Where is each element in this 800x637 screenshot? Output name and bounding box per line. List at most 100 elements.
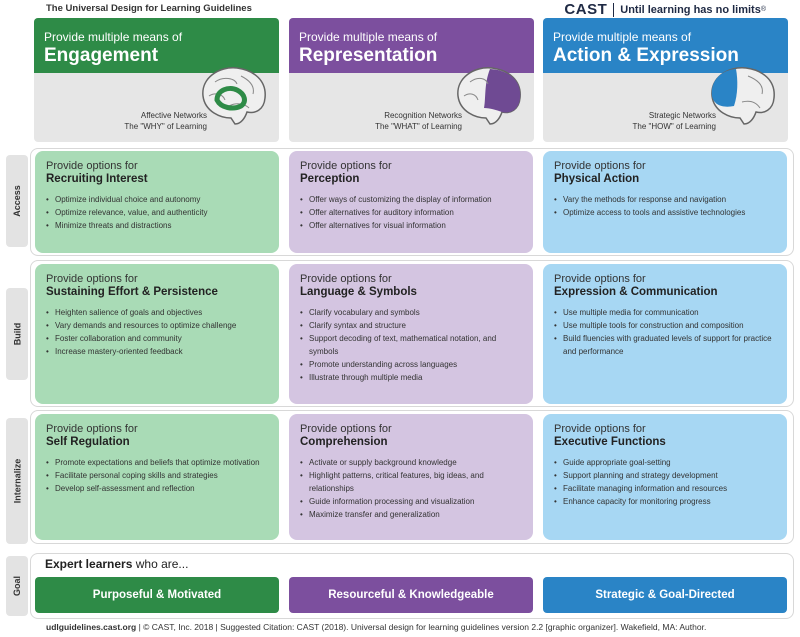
cell-list: Guide appropriate goal-setting Support p… [554, 456, 777, 508]
cell-title: Self Regulation [46, 436, 130, 448]
logo-name: CAST [564, 1, 608, 18]
goal-resourceful-knowledgeable: Resourceful & Knowledgeable [289, 577, 533, 613]
footer: udlguidelines.cast.org | © CAST, Inc. 20… [46, 622, 706, 632]
goal-heading-rest: who are... [132, 557, 189, 571]
network-why: The "WHAT" of Learning [375, 122, 462, 131]
list-item: Promote expectations and beliefs that op… [46, 456, 269, 469]
list-item: Guide appropriate goal-setting [554, 456, 777, 469]
list-item: Optimize access to tools and assistive t… [554, 206, 777, 219]
header-network-text: Recognition Networks The "WHAT" of Learn… [342, 110, 462, 132]
cell-title: Expression & Communication [554, 286, 718, 298]
goal-purposeful-motivated: Purposeful & Motivated [35, 577, 279, 613]
cell-perception: Provide options for Perception Offer way… [289, 151, 533, 253]
cell-list: Optimize individual choice and autonomy … [46, 193, 269, 232]
goal-heading: Expert learners who are... [45, 557, 188, 571]
list-item: Highlight patterns, critical features, b… [300, 469, 523, 495]
cast-logo[interactable]: CAST Until learning has no limits ® [564, 1, 766, 18]
cell-list: Vary the methods for response and naviga… [554, 193, 777, 219]
row-label-access: Access [6, 155, 28, 247]
cell-list: Heighten salience of goals and objective… [46, 306, 269, 358]
list-item: Clarify vocabulary and symbols [300, 306, 523, 319]
cell-pre: Provide options for [554, 160, 646, 172]
footer-site-link[interactable]: udlguidelines.cast.org [46, 622, 137, 632]
list-item: Minimize threats and distractions [46, 219, 269, 232]
list-item: Support planning and strategy developmen… [554, 469, 777, 482]
list-item: Enhance capacity for monitoring progress [554, 495, 777, 508]
header-pre: Provide multiple means of [299, 30, 438, 44]
goal-frame [30, 553, 794, 619]
cell-pre: Provide options for [300, 423, 392, 435]
network-name: Recognition Networks [384, 111, 462, 120]
list-item: Build fluencies with graduated levels of… [554, 332, 777, 358]
cell-list: Use multiple media for communication Use… [554, 306, 777, 358]
document-title: The Universal Design for Learning Guidel… [46, 3, 252, 14]
cell-pre: Provide options for [46, 160, 138, 172]
header-title: Action & Expression [553, 45, 739, 66]
list-item: Use multiple tools for construction and … [554, 319, 777, 332]
cell-pre: Provide options for [300, 160, 392, 172]
cell-title: Language & Symbols [300, 286, 417, 298]
header-band-action-expression: Provide multiple means of Action & Expre… [543, 18, 788, 73]
list-item: Develop self-assessment and reflection [46, 482, 269, 495]
brain-recognition-icon [457, 67, 521, 125]
cell-language-symbols: Provide options for Language & Symbols C… [289, 264, 533, 404]
header-band-representation: Provide multiple means of Representation [289, 18, 534, 73]
cell-self-regulation: Provide options for Self Regulation Prom… [35, 414, 279, 540]
header-pre: Provide multiple means of [44, 30, 183, 44]
network-why: The "HOW" of Learning [632, 122, 717, 131]
list-item: Offer alternatives for auditory informat… [300, 206, 523, 219]
list-item: Optimize relevance, value, and authentic… [46, 206, 269, 219]
cell-executive-functions: Provide options for Executive Functions … [543, 414, 787, 540]
cell-list: Activate or supply background knowledge … [300, 456, 523, 521]
brain-affective-icon [202, 67, 266, 125]
list-item: Foster collaboration and community [46, 332, 269, 345]
header-pre: Provide multiple means of [553, 30, 692, 44]
goal-strategic-goal-directed: Strategic & Goal-Directed [543, 577, 787, 613]
cell-list: Promote expectations and beliefs that op… [46, 456, 269, 495]
cell-list: Clarify vocabulary and symbols Clarify s… [300, 306, 523, 384]
list-item: Optimize individual choice and autonomy [46, 193, 269, 206]
list-item: Clarify syntax and structure [300, 319, 523, 332]
logo-divider [613, 2, 615, 17]
cell-title: Perception [300, 173, 360, 185]
list-item: Vary the methods for response and naviga… [554, 193, 777, 206]
cell-title: Executive Functions [554, 436, 666, 448]
header-action-expression: Provide multiple means of Action & Expre… [543, 18, 788, 142]
header-network-text: Affective Networks The "WHY" of Learning [87, 110, 207, 132]
list-item: Support decoding of text, mathematical n… [300, 332, 523, 358]
cell-title: Recruiting Interest [46, 173, 148, 185]
footer-citation: | © CAST, Inc. 2018 | Suggested Citation… [136, 622, 707, 632]
cell-title: Comprehension [300, 436, 388, 448]
list-item: Guide information processing and visuali… [300, 495, 523, 508]
cell-pre: Provide options for [300, 273, 392, 285]
brain-strategic-icon [711, 67, 775, 125]
header-engagement: Provide multiple means of Engagement Aff… [34, 18, 279, 142]
row-label-build: Build [6, 288, 28, 380]
header-network-text: Strategic Networks The "HOW" of Learning [596, 110, 717, 132]
list-item: Promote understanding across languages [300, 358, 523, 371]
list-item: Use multiple media for communication [554, 306, 777, 319]
row-label-goal: Goal [6, 556, 28, 616]
cell-pre: Provide options for [554, 423, 646, 435]
list-item: Maximize transfer and generalization [300, 508, 523, 521]
list-item: Illustrate through multiple media [300, 371, 523, 384]
network-name: Strategic Networks [648, 111, 716, 120]
logo-tagline: Until learning has no limits [620, 3, 761, 16]
list-item: Facilitate managing information and reso… [554, 482, 777, 495]
list-item: Offer alternatives for visual informatio… [300, 219, 523, 232]
cell-pre: Provide options for [46, 273, 138, 285]
header-title: Representation [299, 45, 438, 66]
list-item: Facilitate personal coping skills and st… [46, 469, 269, 482]
header-title: Engagement [44, 45, 159, 66]
list-item: Activate or supply background knowledge [300, 456, 523, 469]
network-why: The "WHY" of Learning [124, 122, 207, 131]
cell-title: Sustaining Effort & Persistence [46, 286, 218, 298]
cell-pre: Provide options for [554, 273, 646, 285]
cell-pre: Provide options for [46, 423, 138, 435]
list-item: Increase mastery-oriented feedback [46, 345, 269, 358]
cell-list: Offer ways of customizing the display of… [300, 193, 523, 232]
cell-title: Physical Action [554, 173, 640, 185]
list-item: Offer ways of customizing the display of… [300, 193, 523, 206]
cell-physical-action: Provide options for Physical Action Vary… [543, 151, 787, 253]
network-name: Affective Networks [140, 111, 207, 120]
